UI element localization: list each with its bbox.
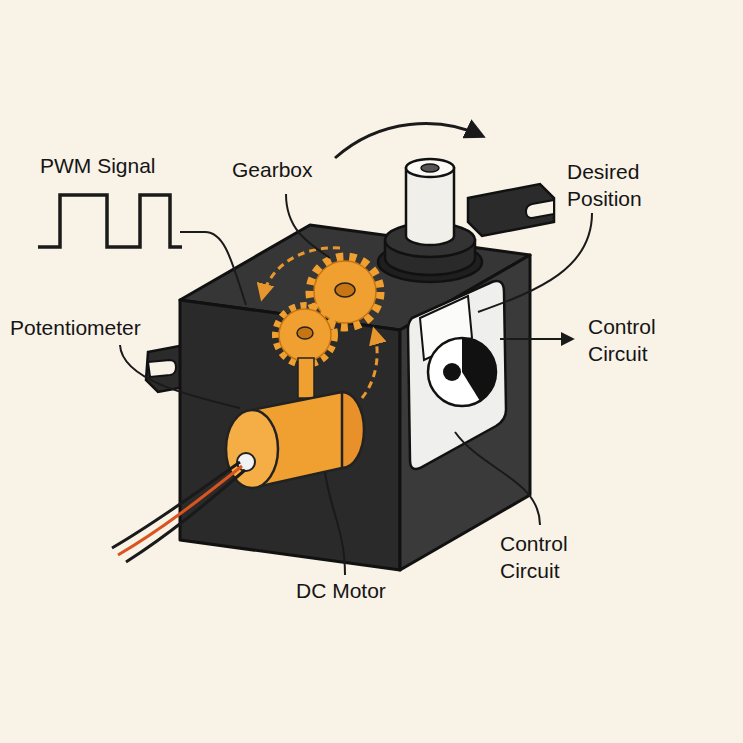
part-label: PWM Signal: [40, 152, 200, 179]
housing-front: [180, 300, 400, 570]
housing-side: [400, 255, 530, 570]
callout-arrow: [500, 338, 572, 340]
part-label: Control Circuit: [500, 530, 600, 584]
rotation-path: [262, 248, 340, 298]
part-label: Gearbox: [232, 156, 352, 183]
rotation-arrow: [335, 124, 482, 158]
part-label: Desired Position: [567, 158, 677, 212]
motor-wires: [112, 462, 245, 562]
motor-shaft: [298, 358, 314, 398]
pwm-waveform: [38, 195, 182, 247]
part-label: Potentiometer: [10, 314, 170, 341]
part-label: DC Motor: [296, 577, 426, 604]
dc-motor: [226, 392, 364, 488]
mounting-tab: [468, 184, 554, 236]
part-label: Control Circuit: [588, 313, 688, 367]
output-shaft: [378, 159, 482, 282]
leader-line: [120, 194, 592, 575]
gear: [276, 306, 334, 364]
servo-housing: [180, 225, 530, 570]
potentiometer: [408, 281, 506, 469]
rotation-path: [362, 330, 377, 398]
